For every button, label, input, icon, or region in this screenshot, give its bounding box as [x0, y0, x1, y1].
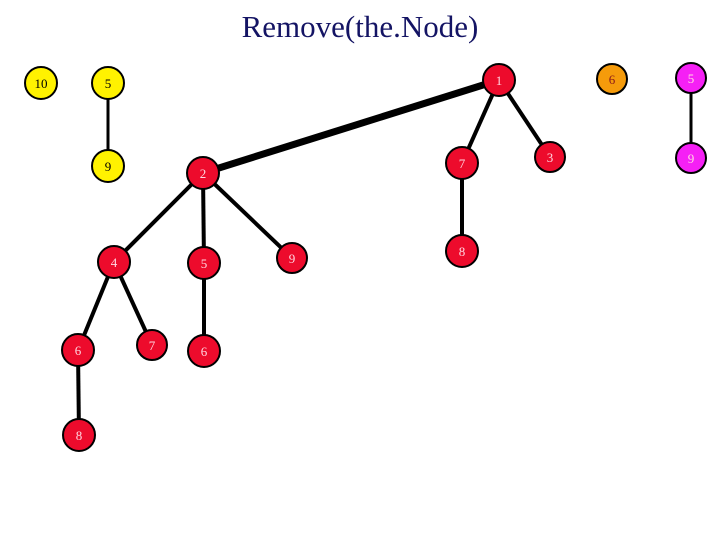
graph-edge: [112, 171, 205, 264]
graph-node-8[interactable]: 8: [445, 234, 479, 268]
graph-node-9[interactable]: 9: [276, 242, 308, 274]
graph-node-label: 9: [288, 250, 296, 266]
graph-node-label: 8: [75, 427, 83, 443]
graph-node-label: 8: [458, 243, 466, 259]
graph-node-6[interactable]: 6: [187, 334, 221, 368]
graph-node-5[interactable]: 5: [675, 62, 707, 94]
graph-node-7[interactable]: 7: [136, 329, 168, 361]
graph-node-label: 5: [104, 75, 112, 91]
graph-node-2[interactable]: 2: [186, 156, 220, 190]
graph-node-label: 2: [199, 165, 207, 181]
graph-node-label: 7: [148, 337, 156, 353]
graph-node-5[interactable]: 5: [187, 246, 221, 280]
graph-node-label: 7: [458, 155, 466, 171]
graph-node-label: 4: [110, 254, 118, 270]
graph-node-label: 6: [608, 71, 616, 87]
graph-edge: [201, 76, 501, 177]
graph-node-4[interactable]: 4: [97, 245, 131, 279]
graph-node-label: 6: [74, 342, 82, 358]
graph-node-label: 5: [200, 255, 208, 271]
graph-node-10[interactable]: 10: [24, 66, 58, 100]
graph-node-label: 9: [104, 158, 112, 174]
graph-node-7[interactable]: 7: [445, 146, 479, 180]
graph-node-5[interactable]: 5: [91, 66, 125, 100]
graph-node-label: 1: [495, 72, 503, 88]
graph-node-label: 5: [687, 70, 695, 86]
graph-node-label: 6: [200, 343, 208, 359]
graph-node-3[interactable]: 3: [534, 141, 566, 173]
graph-node-6[interactable]: 6: [596, 63, 628, 95]
graph-node-9[interactable]: 9: [675, 142, 707, 174]
graph-node-6[interactable]: 6: [61, 333, 95, 367]
graph-node-9[interactable]: 9: [91, 149, 125, 183]
graph-node-label: 3: [546, 149, 554, 165]
graph-node-1[interactable]: 1: [482, 63, 516, 97]
page-title: Remove(the.Node): [241, 9, 479, 44]
graph-edge: [201, 171, 294, 260]
graph-node-label: 9: [687, 150, 695, 166]
graph-node-label: 10: [34, 75, 48, 91]
graph-node-8[interactable]: 8: [62, 418, 96, 452]
